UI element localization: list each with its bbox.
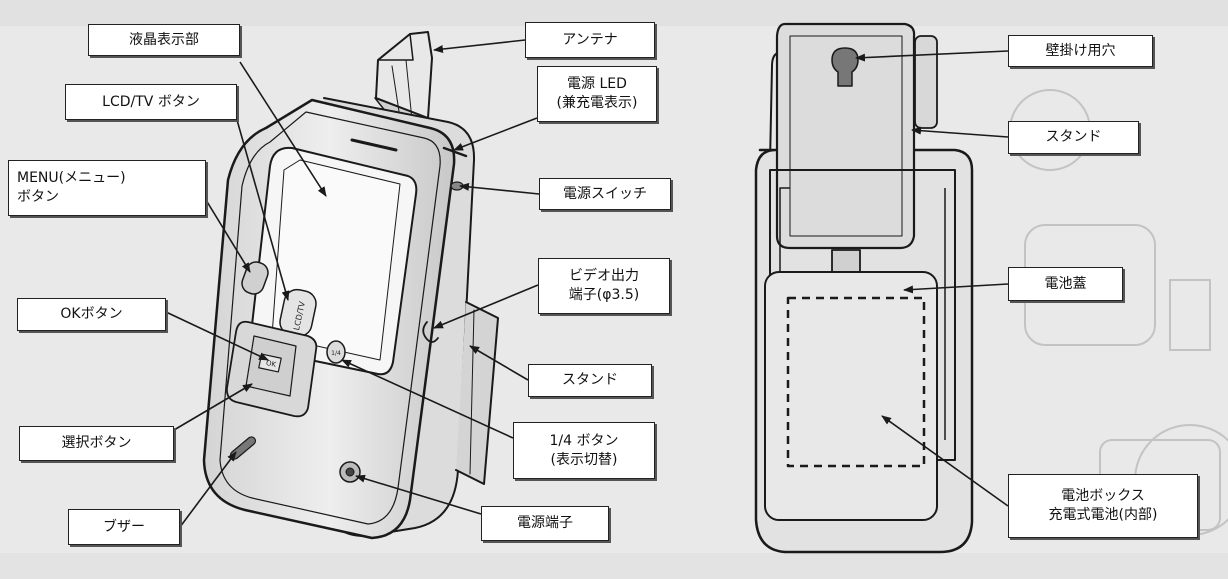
leader-wall-hole xyxy=(855,50,1009,62)
leader-power-jack xyxy=(355,474,482,515)
label-lcd-tv-button: LCD/TV ボタン xyxy=(65,84,237,120)
ghost-camera-sketch xyxy=(1009,89,1228,536)
select-dpad: OK xyxy=(226,320,318,418)
label-lcd-display: 液晶表示部 xyxy=(88,24,240,56)
battery-box-area xyxy=(786,296,926,468)
front-device: LCD/TV OK 1/4 xyxy=(202,31,499,540)
label-power-jack: 電源端子 xyxy=(481,506,609,541)
led-slot xyxy=(442,146,468,158)
lcd-tv-key: LCD/TV xyxy=(279,288,317,338)
leader-power-switch xyxy=(459,182,540,195)
label-stand-front: スタンド xyxy=(528,364,652,397)
leader-select xyxy=(173,383,253,431)
leader-stand-back xyxy=(911,126,1009,138)
leader-antenna xyxy=(433,39,526,53)
leader-lines xyxy=(165,39,1009,528)
svg-text:OK: OK xyxy=(265,359,277,369)
label-stand-back: スタンド xyxy=(1008,121,1139,154)
label-buzzer: ブザー xyxy=(68,509,180,545)
leader-video-out xyxy=(433,284,539,329)
label-menu-button: MENU(メニュー) ボタン xyxy=(8,160,206,216)
leader-quarter xyxy=(341,359,514,439)
label-battery-box: 電池ボックス 充電式電池(内部) xyxy=(1008,474,1198,538)
leader-power-led xyxy=(453,117,538,151)
leader-ok xyxy=(165,311,269,361)
back-device xyxy=(754,22,974,554)
label-quarter-button: 1/4 ボタン (表示切替) xyxy=(513,422,655,479)
label-video-out: ビデオ出力 端子(φ3.5) xyxy=(538,258,670,314)
label-antenna: アンテナ xyxy=(525,22,655,58)
label-power-switch: 電源スイッチ xyxy=(539,178,671,210)
leader-battery-box xyxy=(881,415,1009,507)
label-select-button: 選択ボタン xyxy=(19,426,174,461)
leader-lcd-display xyxy=(239,61,327,197)
label-battery-cover: 電池蓋 xyxy=(1008,267,1123,301)
leader-buzzer xyxy=(179,451,237,528)
leader-stand-front xyxy=(469,345,529,381)
quarter-key: 1/4 xyxy=(326,340,346,364)
leader-lcd-tv xyxy=(236,119,290,301)
label-wall-hole: 壁掛け用穴 xyxy=(1008,35,1153,67)
front-stand-leg xyxy=(455,301,499,485)
svg-text:1/4: 1/4 xyxy=(331,350,341,357)
video-jack xyxy=(422,321,439,343)
leader-battery-cover xyxy=(903,283,1009,294)
label-ok-button: OKボタン xyxy=(17,298,166,331)
label-power-led: 電源 LED (兼充電表示) xyxy=(537,66,657,122)
leader-menu xyxy=(205,199,251,273)
battery-cover-part xyxy=(764,271,938,521)
